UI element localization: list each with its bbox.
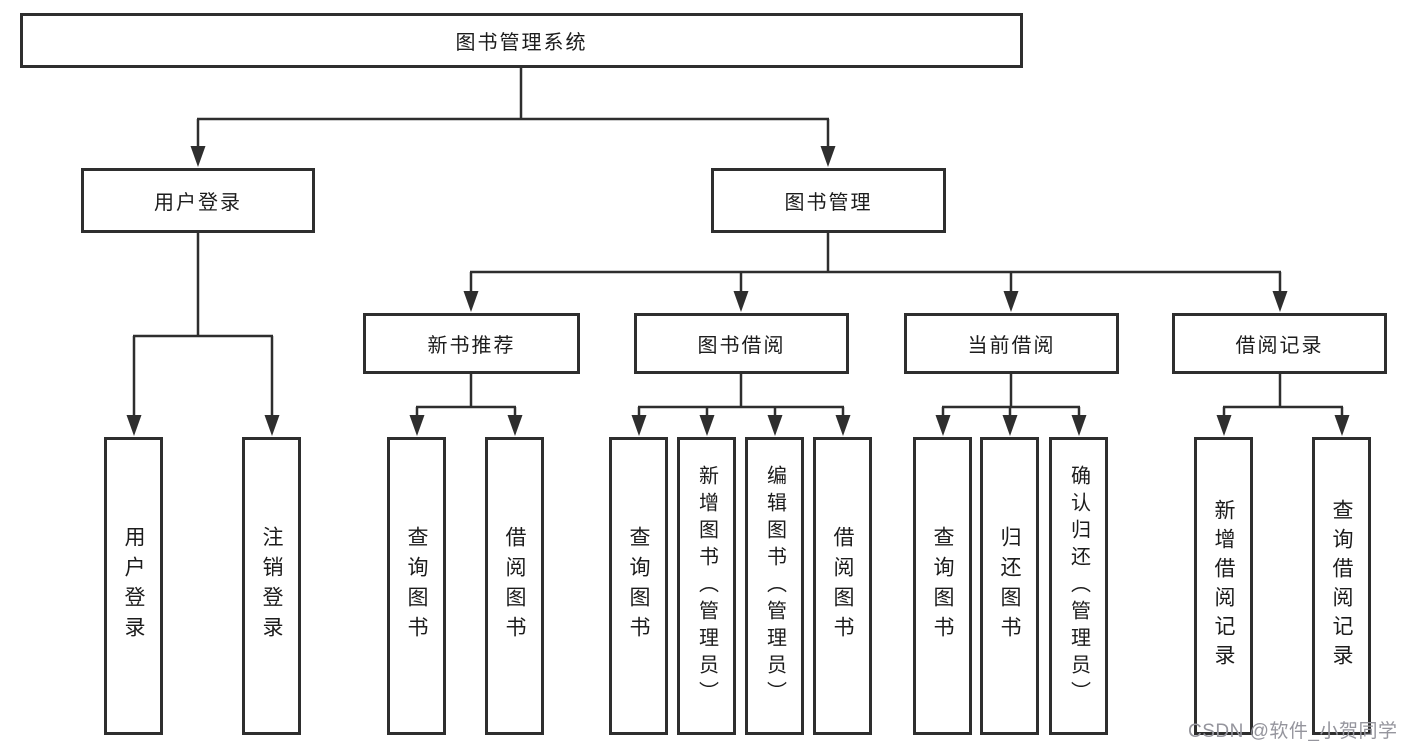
node-label: 确认归还（管理员） [1067, 464, 1090, 708]
node-label: 新增图书（管理员） [695, 464, 718, 708]
node-user-login: 用户登录 [81, 168, 315, 233]
node-label: 编辑图书（管理员） [763, 464, 786, 708]
node-borrow-records: 借阅记录 [1172, 313, 1387, 374]
leaf-edit-books-admin: 编辑图书（管理员） [745, 437, 804, 735]
node-current-borrow: 当前借阅 [904, 313, 1119, 374]
node-label: 借阅图书 [831, 526, 854, 646]
node-book-borrow: 图书借阅 [634, 313, 849, 374]
node-label: 新书推荐 [427, 335, 516, 357]
leaf-return-books: 归还图书 [980, 437, 1039, 735]
node-label: 查询借阅记录 [1330, 499, 1353, 673]
node-label: 注销登录 [260, 526, 283, 646]
node-label: 借阅图书 [503, 526, 526, 646]
node-label: 借阅记录 [1235, 335, 1324, 357]
leaf-confirm-return-admin: 确认归还（管理员） [1049, 437, 1108, 735]
node-label: 归还图书 [998, 526, 1021, 646]
leaf-query-books: 查询图书 [609, 437, 668, 735]
leaf-logout: 注销登录 [242, 437, 301, 735]
node-label: 当前借阅 [967, 335, 1056, 357]
node-library-management-system: 图书管理系统 [20, 13, 1023, 68]
node-new-book-recommend: 新书推荐 [363, 313, 580, 374]
leaf-user-login: 用户登录 [104, 437, 163, 735]
leaf-borrow-books: 借阅图书 [485, 437, 544, 735]
leaf-borrow-books: 借阅图书 [813, 437, 872, 735]
node-label: 查询图书 [627, 526, 650, 646]
csdn-watermark: CSDN @软件_小贺同学 [1188, 721, 1398, 742]
node-label: 图书管理 [784, 192, 873, 214]
leaf-add-borrow-record: 新增借阅记录 [1194, 437, 1253, 735]
node-label: 查询图书 [405, 526, 428, 646]
node-book-management: 图书管理 [711, 168, 946, 233]
node-label: 新增借阅记录 [1212, 499, 1235, 673]
leaf-query-borrow-record: 查询借阅记录 [1312, 437, 1371, 735]
node-label: 图书借阅 [697, 335, 786, 357]
leaf-query-books: 查询图书 [913, 437, 972, 735]
leaf-query-books: 查询图书 [387, 437, 446, 735]
leaf-add-books-admin: 新增图书（管理员） [677, 437, 736, 735]
node-label: 查询图书 [931, 526, 954, 646]
node-label: 用户登录 [154, 192, 242, 214]
node-label: 图书管理系统 [455, 32, 588, 54]
node-label: 用户登录 [122, 526, 145, 646]
